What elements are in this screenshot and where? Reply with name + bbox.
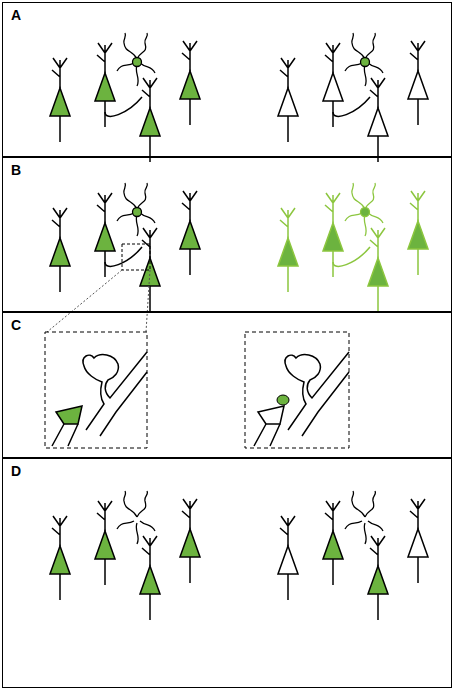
panel-a-art: [50, 33, 428, 162]
pyramidal-neuron: [368, 536, 388, 620]
pyramidal-neuron: [368, 78, 388, 162]
figure-panel: B: [2, 157, 452, 312]
figure-panel: A: [2, 2, 452, 157]
zoom-leader: [47, 270, 150, 332]
pyramidal-neuron: [368, 228, 388, 312]
pyramidal-neuron: [278, 208, 298, 292]
panel-label: C: [11, 317, 21, 333]
interneuron: [117, 491, 155, 544]
inset-box: [245, 332, 349, 448]
axon-terminal: [56, 406, 82, 424]
interneuron: [117, 33, 155, 86]
interneuron: [117, 183, 155, 236]
pyramidal-neuron: [408, 41, 428, 125]
axon-connection: [333, 247, 370, 266]
pyramidal-neuron: [140, 78, 160, 162]
pyramidal-neuron: [278, 58, 298, 142]
interneuron: [345, 183, 383, 236]
pyramidal-neuron: [50, 208, 70, 292]
axon-connection: [105, 97, 142, 116]
inset-box: [45, 332, 147, 448]
dendrite-spine: [285, 352, 349, 436]
figure-panel: D: [2, 458, 452, 688]
panel-label: B: [11, 162, 21, 178]
panel-c-art: [45, 332, 349, 448]
pyramidal-neuron: [140, 536, 160, 620]
pyramidal-neuron: [278, 516, 298, 600]
axon-connection: [333, 97, 370, 116]
labeled-puncta: [277, 395, 289, 405]
panel-b-art: [50, 183, 428, 312]
zoom-box: [122, 244, 150, 270]
pyramidal-neuron: [50, 516, 70, 600]
pyramidal-neuron: [180, 41, 200, 125]
panel-d-art: [50, 491, 428, 620]
pyramidal-neuron: [95, 501, 115, 585]
axon-terminal: [254, 424, 280, 446]
pyramidal-neuron: [408, 191, 428, 275]
pyramidal-neuron: [180, 191, 200, 275]
axon-connection: [105, 247, 142, 266]
figure-panel: C: [2, 312, 452, 458]
axon-terminal: [52, 424, 78, 446]
interneuron: [345, 33, 383, 86]
interneuron: [345, 491, 383, 544]
axon-terminal: [258, 406, 284, 424]
dendrite-spine: [83, 352, 147, 436]
pyramidal-neuron: [408, 499, 428, 583]
panel-label: D: [11, 463, 21, 479]
pyramidal-neuron: [50, 58, 70, 142]
pyramidal-neuron: [180, 499, 200, 583]
panel-label: A: [11, 7, 21, 23]
pyramidal-neuron: [323, 501, 343, 585]
